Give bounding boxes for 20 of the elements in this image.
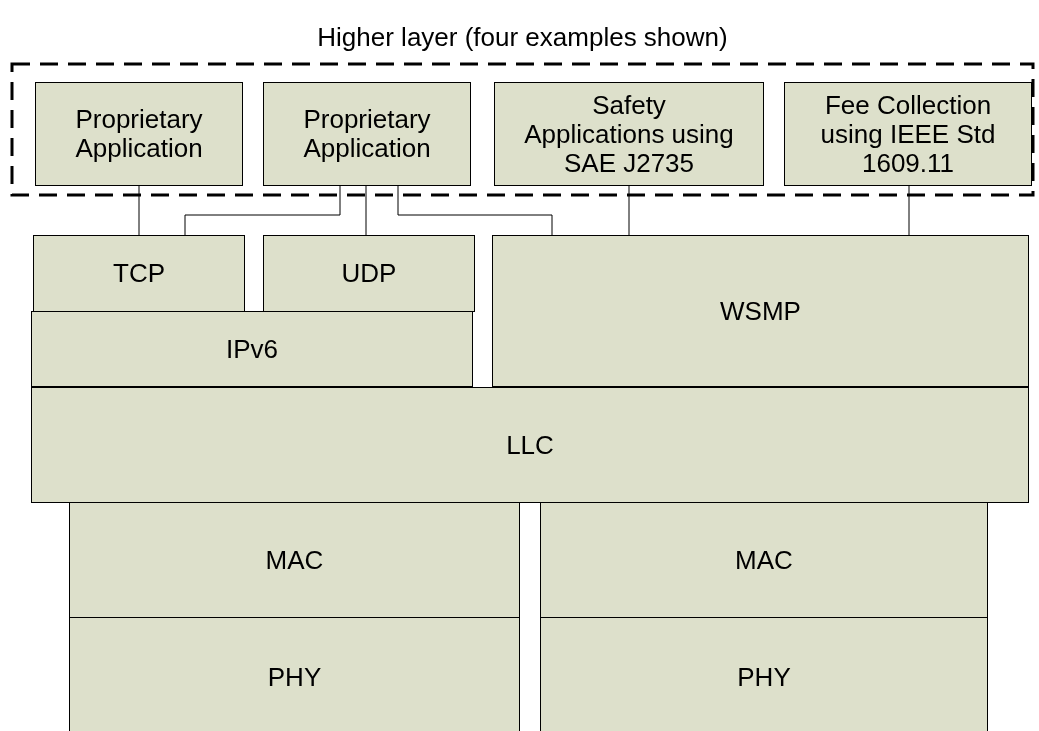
layer-box: MAC: [540, 502, 988, 618]
group-title: Higher layer (four examples shown): [316, 22, 729, 52]
connector-line: [908, 185, 910, 236]
application-box: Proprietary Application: [35, 82, 243, 186]
layer-box: LLC: [31, 387, 1029, 503]
connector-line: [184, 185, 341, 236]
layer-box: PHY: [69, 617, 520, 731]
protocol-box: TCP: [33, 235, 245, 312]
protocol-box: WSMP: [492, 235, 1029, 387]
layer-box: PHY: [540, 617, 988, 731]
connector-line: [138, 185, 140, 236]
protocol-box: UDP: [263, 235, 475, 312]
application-box: Fee Collection using IEEE Std 1609.11: [784, 82, 1032, 186]
connector-line: [365, 185, 367, 236]
connector-line: [397, 185, 553, 236]
connector-line: [628, 185, 630, 236]
layer-box: MAC: [69, 502, 520, 618]
protocol-box: IPv6: [31, 311, 473, 387]
application-box: Proprietary Application: [263, 82, 471, 186]
application-box: Safety Applications using SAE J2735: [494, 82, 764, 186]
